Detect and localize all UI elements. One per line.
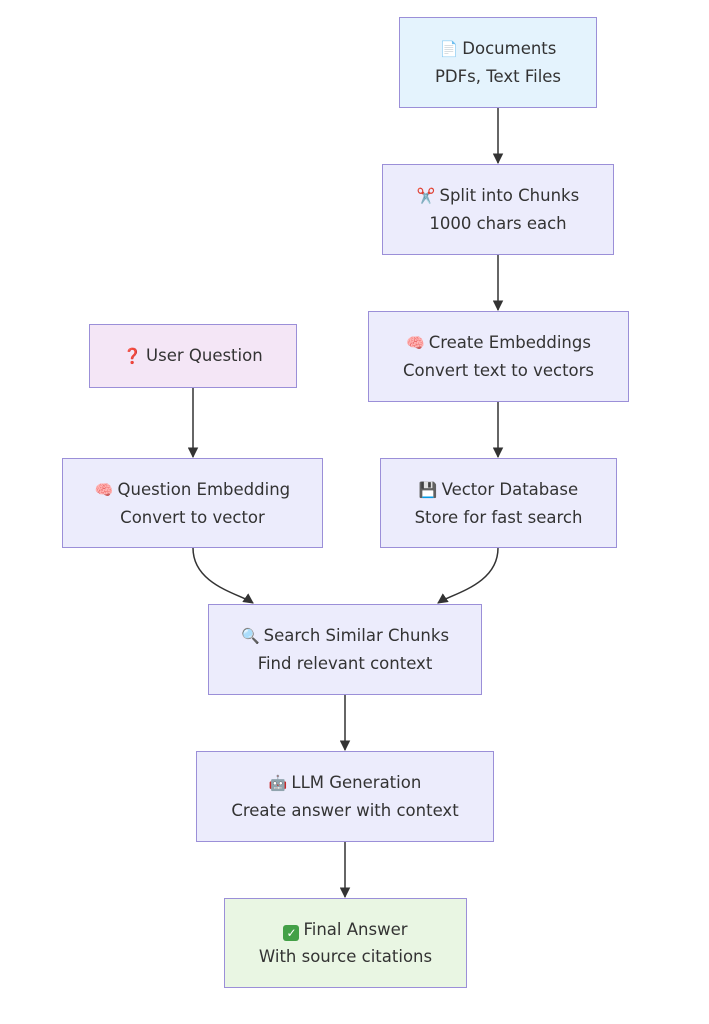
node-user-question-title: ❓User Question <box>123 342 262 370</box>
edge-vector-database-to-search <box>437 547 499 604</box>
node-search-subtitle: Find relevant context <box>257 654 433 673</box>
node-final-title-text: Final Answer <box>303 920 408 939</box>
node-create-embeddings: 🧠Create Embeddings Convert text to vecto… <box>368 311 629 402</box>
node-question-embedding-title-text: Question Embedding <box>117 479 291 499</box>
node-final-title: ✓Final Answer <box>283 916 408 943</box>
node-user-question-title-text: User Question <box>146 346 263 365</box>
node-search-title: 🔍Search Similar Chunks <box>241 622 449 650</box>
question-mark-icon: ❓ <box>123 347 143 365</box>
node-vector-database-title-text: Vector Database <box>441 479 579 499</box>
check-mark-icon: ✓ <box>283 925 300 941</box>
node-llm-subtitle: Create answer with context <box>231 801 459 820</box>
scissors-icon: ✂️ <box>416 187 436 205</box>
node-user-question: ❓User Question <box>89 324 297 388</box>
node-search-title-text: Search Similar Chunks <box>263 626 450 645</box>
node-vector-database-subtitle: Store for fast search <box>414 507 583 527</box>
node-create-embeddings-subtitle: Convert text to vectors <box>402 361 595 380</box>
node-question-embedding: 🧠Question Embedding Convert to vector <box>62 458 323 548</box>
node-documents-subtitle: PDFs, Text Files <box>434 67 562 86</box>
node-final-answer: ✓Final Answer With source citations <box>224 898 467 988</box>
node-create-embeddings-title-text: Create Embeddings <box>428 333 591 352</box>
document-icon: 📄 <box>439 40 459 58</box>
node-split-subtitle: 1000 chars each <box>429 214 567 233</box>
node-vector-database: 💾Vector Database Store for fast search <box>380 458 617 548</box>
node-documents-title-text: Documents <box>462 39 557 58</box>
floppy-disk-icon: 💾 <box>418 480 438 499</box>
node-documents: 📄Documents PDFs, Text Files <box>399 17 597 108</box>
node-llm-generation: 🤖LLM Generation Create answer with conte… <box>196 751 494 842</box>
node-split-title-text: Split into Chunks <box>439 186 580 205</box>
node-final-subtitle: With source citations <box>258 947 433 966</box>
node-split-into-chunks: ✂️Split into Chunks 1000 chars each <box>382 164 614 255</box>
node-question-embedding-title: 🧠Question Embedding <box>95 476 290 504</box>
edge-question-embedding-to-search <box>192 547 254 604</box>
brain-icon: 🧠 <box>406 334 425 352</box>
node-llm-title-text: LLM Generation <box>291 773 422 792</box>
brain-icon: 🧠 <box>94 480 114 499</box>
node-split-title: ✂️Split into Chunks <box>417 182 579 210</box>
node-question-embedding-subtitle: Convert to vector <box>120 507 265 527</box>
node-search-similar-chunks: 🔍Search Similar Chunks Find relevant con… <box>208 604 482 695</box>
robot-icon: 🤖 <box>268 774 288 792</box>
node-create-embeddings-title: 🧠Create Embeddings <box>406 329 591 357</box>
magnifier-icon: 🔍 <box>240 627 260 645</box>
node-llm-title: 🤖LLM Generation <box>269 769 422 797</box>
node-documents-title: 📄Documents <box>440 35 557 63</box>
node-vector-database-title: 💾Vector Database <box>419 476 578 504</box>
